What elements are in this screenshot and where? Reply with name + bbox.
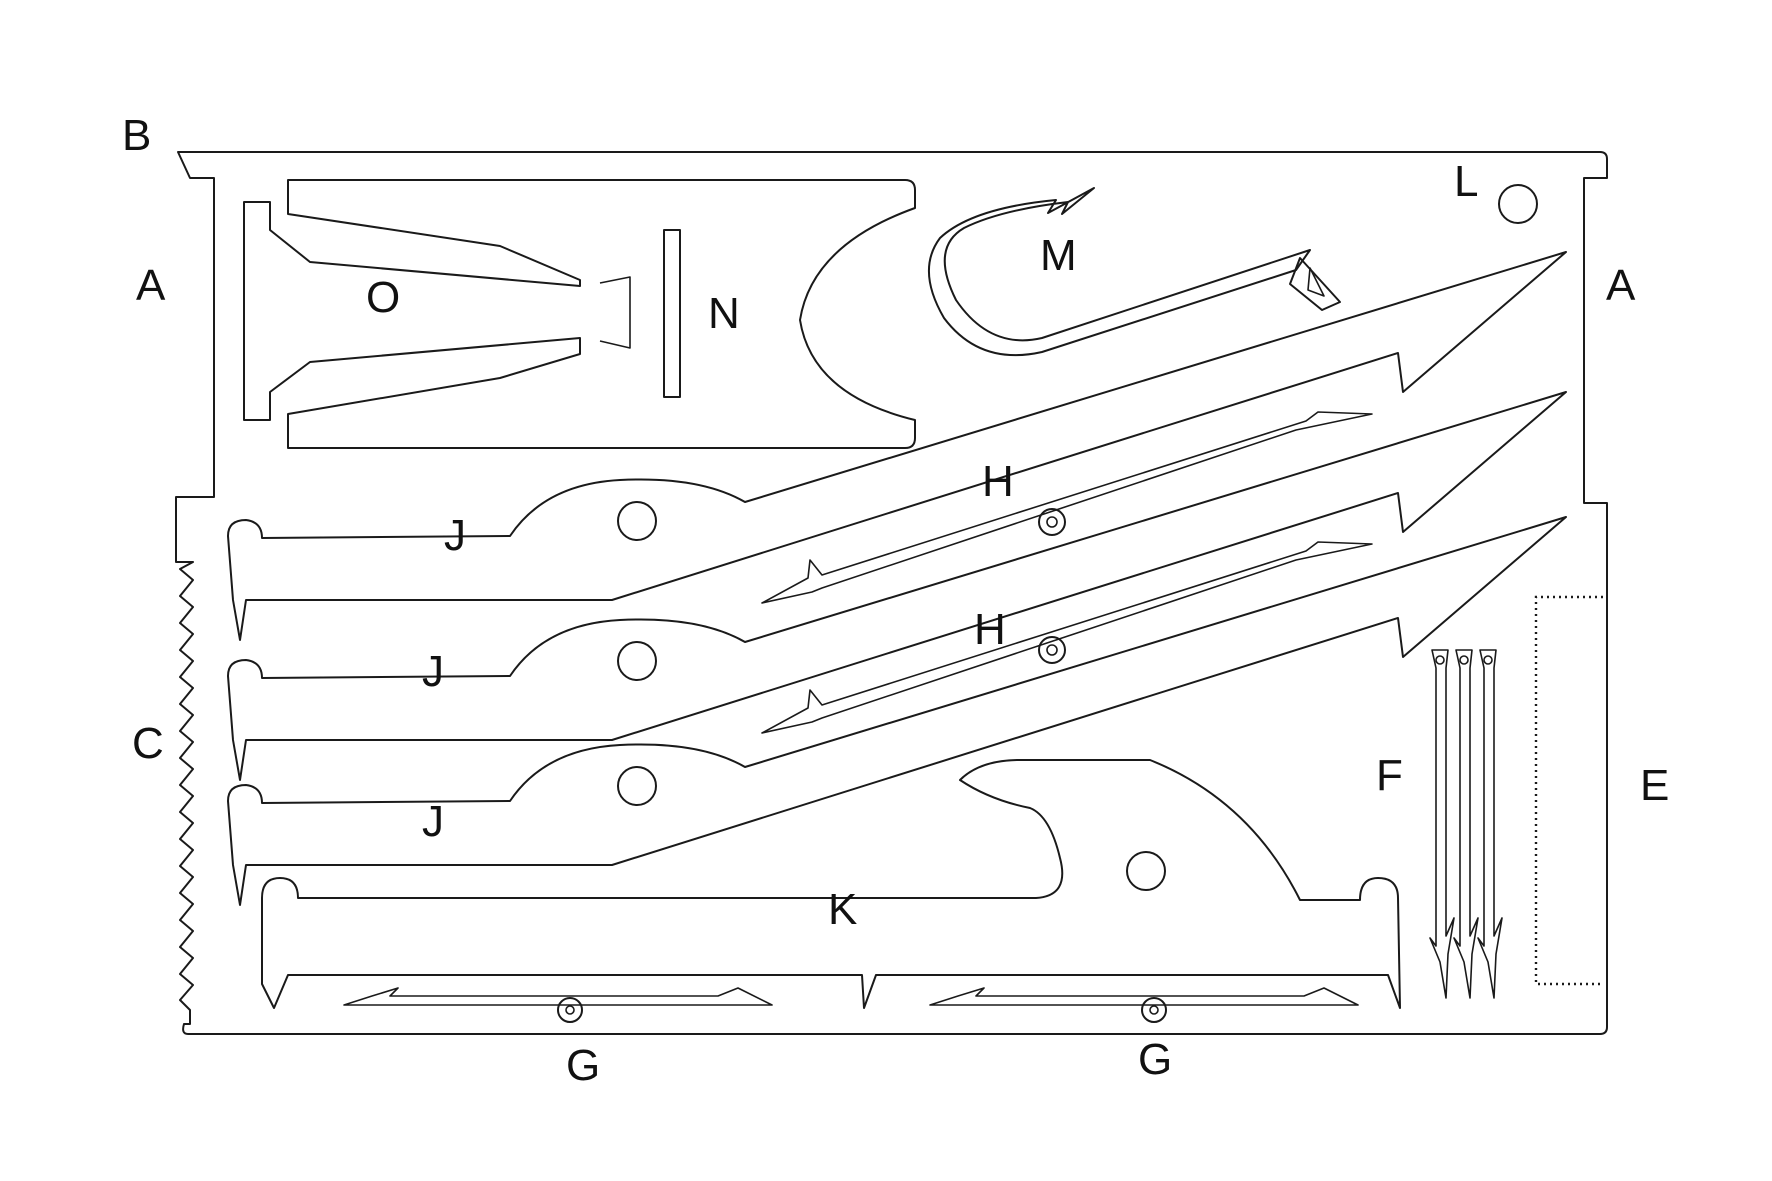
piece-G-right-pin xyxy=(1141,997,1167,1023)
piece-G-right-pin-inner xyxy=(1149,1005,1159,1015)
piece-H-lower xyxy=(761,541,1373,734)
needle-2 xyxy=(1453,649,1479,999)
piece-J-top xyxy=(227,251,1567,641)
label-G-left: G xyxy=(566,1041,600,1090)
label-L: L xyxy=(1454,157,1478,206)
piece-J-top-hole xyxy=(617,501,657,541)
piece-G-right xyxy=(929,987,1359,1006)
label-F: F xyxy=(1376,751,1403,800)
needle-3-eye xyxy=(1483,655,1493,665)
piece-J-middle-hole xyxy=(617,641,657,681)
label-H-lower: H xyxy=(974,605,1006,654)
piece-G-left-pin xyxy=(557,997,583,1023)
label-H-upper: H xyxy=(982,457,1014,506)
piece-K-hole xyxy=(1126,851,1166,891)
piece-O xyxy=(243,179,916,449)
piece-H-lower-pin-inner xyxy=(1046,644,1058,656)
piece-M-eye xyxy=(1289,257,1341,311)
label-C: C xyxy=(132,719,164,768)
dotted-area-E xyxy=(1534,595,1603,986)
piece-K xyxy=(260,759,1401,1009)
needle-1 xyxy=(1429,649,1455,999)
piece-H-upper-pin xyxy=(1038,508,1066,536)
piece-N-slot xyxy=(663,229,681,398)
label-J-middle: J xyxy=(422,647,444,696)
piece-J-middle xyxy=(227,391,1567,781)
label-K: K xyxy=(828,885,857,934)
piece-H-upper xyxy=(761,411,1373,604)
label-A-right: A xyxy=(1606,261,1636,310)
piece-H-upper-pin-inner xyxy=(1046,516,1058,528)
label-N: N xyxy=(708,289,740,338)
piece-M-eye-inner xyxy=(1307,267,1325,297)
needle-2-eye xyxy=(1459,655,1469,665)
card-outline xyxy=(175,151,1608,1035)
hole-L xyxy=(1498,184,1538,224)
needle-3 xyxy=(1477,649,1503,999)
piece-J-bottom xyxy=(227,516,1567,906)
piece-H-lower-pin xyxy=(1038,636,1066,664)
piece-J-bottom-hole xyxy=(617,766,657,806)
label-E: E xyxy=(1640,761,1669,810)
piece-O-center xyxy=(599,276,631,349)
label-J-bottom: J xyxy=(422,797,444,846)
piece-F-needles xyxy=(1429,649,1503,999)
piece-M-hook xyxy=(928,187,1311,357)
label-J-top: J xyxy=(444,511,466,560)
label-M: M xyxy=(1040,231,1077,280)
label-B: B xyxy=(122,111,151,160)
label-G-right: G xyxy=(1138,1035,1172,1084)
label-O: O xyxy=(366,273,400,322)
piece-G-left xyxy=(343,987,773,1006)
piece-G-left-pin-inner xyxy=(565,1005,575,1015)
needle-1-eye xyxy=(1435,655,1445,665)
label-A-left: A xyxy=(136,261,166,310)
